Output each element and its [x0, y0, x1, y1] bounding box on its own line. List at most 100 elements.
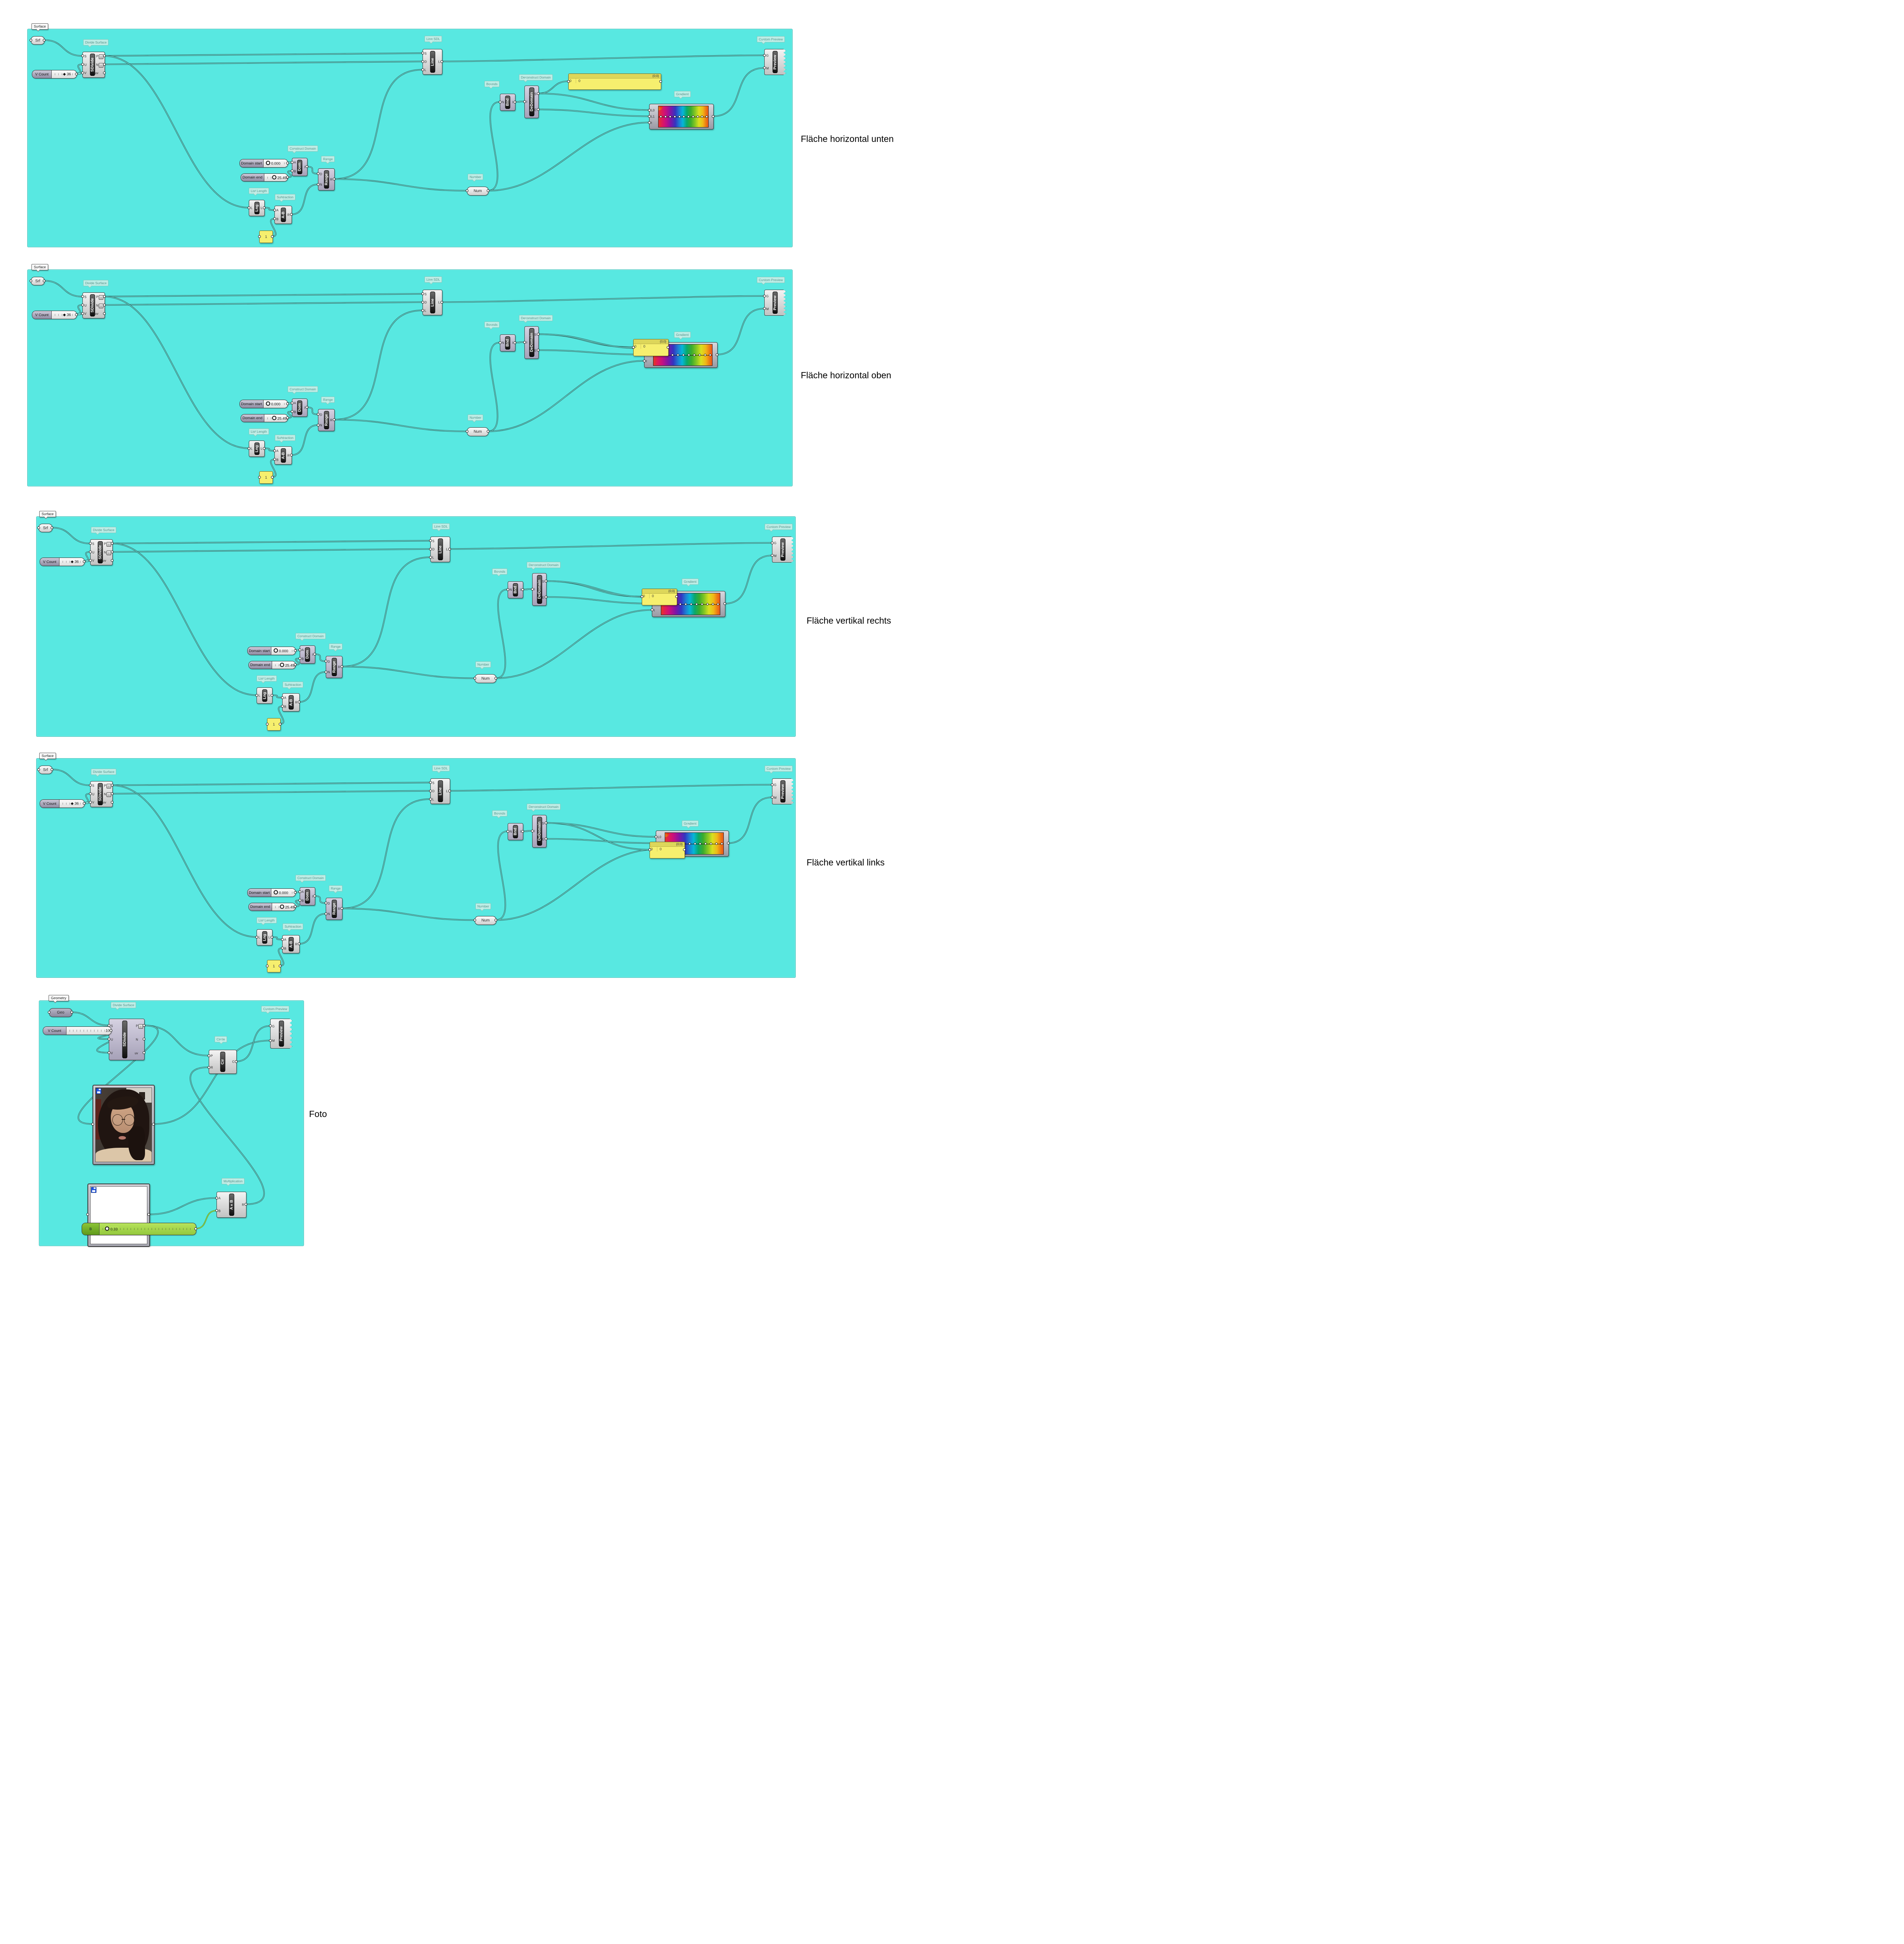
port-ypanel-in[interactable]: [640, 595, 643, 598]
port-dend-out[interactable]: [286, 176, 289, 178]
port-range-o0[interactable]: [332, 418, 335, 421]
port-grad-l1[interactable]: [648, 115, 651, 118]
gradient-grip-dot[interactable]: [720, 842, 723, 845]
gradient-grip-dot[interactable]: [673, 115, 676, 118]
port-ypanel-out[interactable]: [659, 80, 662, 83]
port-bnd-o0[interactable]: [521, 830, 524, 833]
port-one-in[interactable]: [258, 476, 261, 479]
gradient-grip-dot[interactable]: [701, 115, 704, 118]
port-dom-o0[interactable]: [305, 406, 308, 409]
port-sdiv5-o0[interactable]: [142, 1024, 145, 1027]
port-range-i0[interactable]: [316, 413, 320, 416]
port-one-in[interactable]: [266, 722, 269, 726]
port-dom-i1[interactable]: [298, 657, 301, 660]
gradient-grip-dot[interactable]: [687, 354, 690, 356]
port-white-in[interactable]: [86, 1213, 89, 1216]
gradient-grip-dot[interactable]: [717, 603, 720, 605]
port-sdiv5-i2[interactable]: [107, 1051, 110, 1054]
port-range-o0[interactable]: [332, 178, 335, 180]
port-sdiv-o1[interactable]: [103, 304, 106, 306]
port-sdiv-i0[interactable]: [81, 54, 84, 58]
port-prev-i1[interactable]: [763, 66, 766, 70]
port-dend-out[interactable]: [286, 416, 289, 419]
port-srf-in[interactable]: [29, 38, 32, 42]
slider-grip[interactable]: [279, 663, 284, 667]
port-dedom-i0[interactable]: [523, 100, 526, 103]
port-dedom-o1[interactable]: [544, 596, 547, 598]
port-line-i0[interactable]: [429, 781, 432, 784]
slider-track[interactable]: 0.000: [271, 647, 295, 655]
port-lng-o0[interactable]: [270, 935, 273, 939]
port-cir-i0[interactable]: [207, 1054, 210, 1057]
port-prev-i1[interactable]: [770, 796, 774, 799]
slider-track[interactable]: 0.33: [100, 1223, 196, 1235]
port-vcount-out[interactable]: [82, 560, 86, 563]
port-line-i2[interactable]: [429, 797, 432, 801]
param-num[interactable]: Num: [475, 916, 496, 925]
port-cir-i1[interactable]: [207, 1066, 210, 1069]
port-bnd-i0[interactable]: [506, 588, 509, 591]
port-dedom-i0[interactable]: [531, 829, 534, 832]
gradient-grip-dot[interactable]: [699, 842, 702, 845]
param-geo[interactable]: Geo: [49, 1008, 72, 1017]
port-lng-i0[interactable]: [255, 935, 258, 939]
slider-track[interactable]: 0.000: [271, 889, 295, 897]
port-dedom-o0[interactable]: [536, 92, 540, 95]
gradient-bar[interactable]: [658, 106, 709, 128]
port-ab-o0[interactable]: [290, 454, 293, 456]
gradient-grip-dot[interactable]: [709, 842, 712, 845]
port-dstart-out[interactable]: [293, 649, 297, 652]
port-bnd-o0[interactable]: [513, 100, 516, 103]
port-sdiv5-i1[interactable]: [107, 1038, 110, 1040]
port-sdiv-o2[interactable]: [103, 71, 106, 74]
port-line-i2[interactable]: [421, 68, 424, 71]
port-bnd-i0[interactable]: [498, 100, 501, 103]
port-dom-i1[interactable]: [290, 170, 293, 173]
port-ab-i0[interactable]: [273, 449, 276, 452]
port-line-i0[interactable]: [421, 52, 424, 55]
port-ab-o0[interactable]: [297, 942, 300, 945]
port-grad-out[interactable]: [711, 115, 714, 118]
port-range-i1[interactable]: [324, 912, 327, 915]
port-prev-i0[interactable]: [763, 54, 766, 57]
port-white-out[interactable]: [147, 1213, 150, 1216]
gradient-grip-dot[interactable]: [704, 842, 707, 845]
gradient-grip-dot[interactable]: [709, 354, 712, 356]
gradient-grip-dot[interactable]: [715, 842, 718, 845]
port-mul-i1[interactable]: [215, 1209, 218, 1212]
port-prev-i1[interactable]: [770, 554, 774, 557]
port-one-out[interactable]: [278, 722, 281, 726]
port-ab-o0[interactable]: [297, 701, 300, 703]
port-sdiv-i0[interactable]: [81, 295, 84, 298]
port-photo-in[interactable]: [91, 1122, 94, 1126]
gradient-grip-dot[interactable]: [700, 603, 703, 605]
gradient-grip-dot[interactable]: [687, 115, 690, 118]
port-range-i1[interactable]: [316, 423, 320, 427]
port-ab-o0[interactable]: [290, 213, 293, 216]
port-range-o0[interactable]: [340, 907, 343, 910]
port-line-i0[interactable]: [421, 292, 424, 295]
slider-domain-end[interactable]: Domain end 25.492: [241, 173, 288, 182]
group-tag-surface[interactable]: Surface: [31, 23, 49, 31]
port-range-o0[interactable]: [340, 665, 343, 668]
gradient-grip-dot[interactable]: [693, 842, 696, 845]
port-prev-i0[interactable]: [763, 294, 766, 297]
port-vcount-out[interactable]: [82, 802, 86, 805]
port-sdiv-i2[interactable]: [81, 71, 84, 74]
port-grad-l0[interactable]: [648, 108, 651, 112]
port-sdiv-i0[interactable]: [89, 542, 92, 545]
gradient-grip-dot[interactable]: [711, 603, 714, 605]
